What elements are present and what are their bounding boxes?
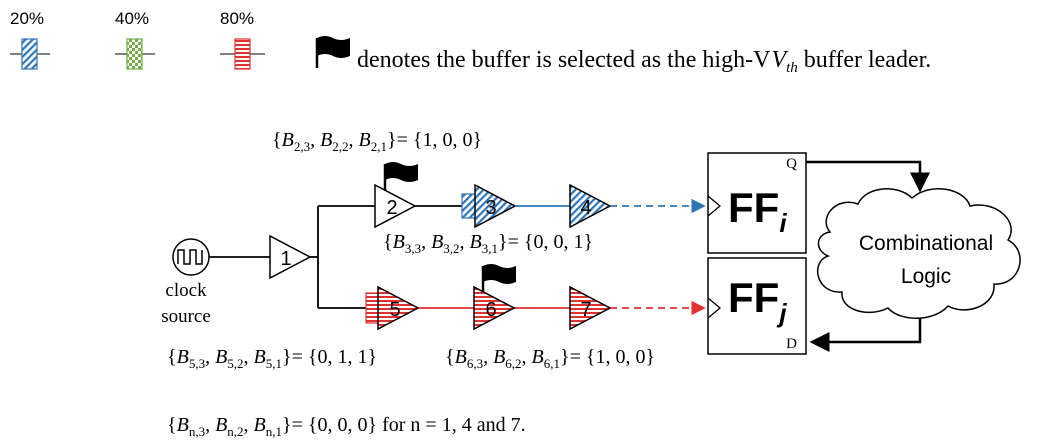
legend-swatch-80 <box>234 38 251 70</box>
buffer-6: 6 <box>473 264 516 331</box>
buffer-1: 1 <box>269 234 312 280</box>
flag-icon <box>383 162 418 190</box>
legend-label-80: 80% <box>220 9 254 28</box>
logic-label-line2: Logic <box>901 265 951 288</box>
buffer-4-label: 4 <box>580 197 591 219</box>
square-wave-icon <box>177 249 203 265</box>
black-wires <box>209 205 462 309</box>
ff-i-q-label: Q <box>786 156 797 172</box>
equation-bn: {Bn,3, Bn,2, Bn,1}= {0, 0, 0} for n = 1,… <box>167 414 526 439</box>
buffer-6-label: 6 <box>485 299 496 321</box>
legend: 20% 40% 80% denotes the buffer is select… <box>10 9 931 76</box>
legend-flag-note: denotes the buffer is selected as the hi… <box>315 36 931 76</box>
q-to-logic-arrow <box>806 160 930 193</box>
legend-label-40: 40% <box>115 9 149 28</box>
legend-item-40: 40% <box>115 9 155 70</box>
legend-label-20: 20% <box>10 9 44 28</box>
buffer-7-label: 7 <box>580 299 591 321</box>
buffer-7: 7 <box>569 285 612 331</box>
buffer-4: 4 <box>569 183 612 229</box>
legend-swatch-20 <box>21 38 38 70</box>
buffer-5: 5 <box>365 285 420 331</box>
equation-b2: {B2,3, B2,2, B2,1}= {1, 0, 0} <box>272 129 482 154</box>
flip-flop-i: Q FFi <box>707 152 807 254</box>
buffer-3-label: 3 <box>485 197 496 219</box>
flag-icon <box>315 36 350 68</box>
buffer-5-label: 5 <box>389 299 400 321</box>
buffer-1-label: 1 <box>280 248 291 270</box>
ff-j-label: FFj <box>728 274 787 328</box>
equation-b3: {B3,3, B3,2, B3,1}= {0, 0, 1} <box>383 231 593 256</box>
legend-swatch-40 <box>126 38 143 70</box>
legend-item-20: 20% <box>10 9 50 70</box>
cloud-icon <box>817 188 1021 319</box>
flip-flop-j: D FFj <box>707 257 807 355</box>
buffer-2-label: 2 <box>386 197 397 219</box>
equation-b6: {B6,3, B6,2, B6,1}= {1, 0, 0} <box>445 346 655 371</box>
clock-label-line2: source <box>161 306 211 327</box>
combinational-logic: Combinational Logic <box>817 188 1021 319</box>
ff-j-d-label: D <box>786 336 797 352</box>
ff-i-label: FFi <box>728 184 787 238</box>
logic-to-d-arrow <box>809 318 922 352</box>
flag-note-text: denotes the buffer is selected as the hi… <box>357 47 931 76</box>
buffer-3: 3 <box>461 183 517 229</box>
buffer-2: 2 <box>374 162 418 229</box>
clock-source: clock source <box>161 238 211 327</box>
flag-icon <box>481 264 516 292</box>
equation-b5: {B5,3, B5,2, B5,1}= {0, 1, 1} <box>167 346 377 371</box>
clock-label-line1: clock <box>165 280 207 301</box>
logic-label-line1: Combinational <box>859 232 993 255</box>
legend-item-80: 80% <box>220 9 265 70</box>
